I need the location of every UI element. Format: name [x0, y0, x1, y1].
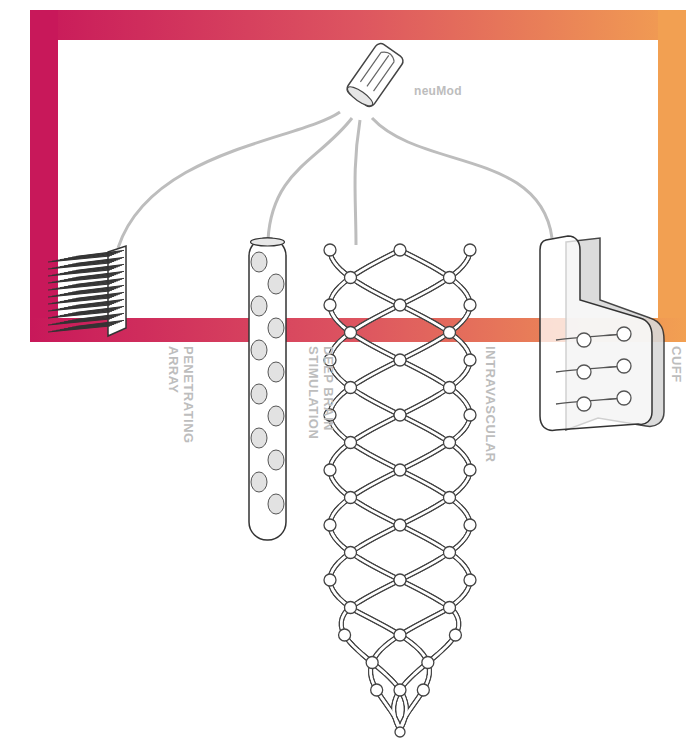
contact [268, 362, 284, 382]
stent-node [345, 602, 357, 614]
stent-node [345, 272, 357, 284]
stent-strand [330, 250, 470, 730]
needle [76, 306, 124, 312]
contact [251, 384, 267, 404]
stent-node [345, 492, 357, 504]
stent-node [366, 657, 378, 669]
stent-node [324, 244, 336, 256]
contact [251, 472, 267, 492]
stent-node [324, 519, 336, 531]
stent-node [464, 574, 476, 586]
stent-node [394, 464, 406, 476]
contact [268, 450, 284, 470]
stent-strand [330, 250, 470, 730]
stent-node [394, 574, 406, 586]
stent-node [394, 684, 406, 696]
stent-strand [330, 250, 470, 730]
stent-node [324, 299, 336, 311]
stent-node [464, 464, 476, 476]
contact [251, 340, 267, 360]
stent-node [394, 629, 406, 641]
needle [76, 285, 124, 291]
stent-node [464, 409, 476, 421]
stent-node [394, 244, 406, 256]
needle [76, 257, 124, 263]
stent-strand [330, 250, 470, 730]
stent-node [324, 574, 336, 586]
contact [268, 318, 284, 338]
cuff-electrode [540, 236, 664, 430]
stent-node [345, 437, 357, 449]
stent-node [464, 299, 476, 311]
stent-node [464, 244, 476, 256]
penetrating-array [48, 246, 126, 336]
stent-node [443, 327, 455, 339]
needle [76, 264, 124, 270]
stent-node [443, 547, 455, 559]
contact [251, 428, 267, 448]
stent-node [345, 382, 357, 394]
stent-node [464, 519, 476, 531]
stent-strand [330, 250, 470, 730]
stent-node [443, 437, 455, 449]
stent-strand [330, 250, 470, 730]
stent-strand [330, 250, 470, 730]
needle [76, 313, 124, 319]
stent-strand [330, 250, 470, 730]
stent-strand [330, 250, 470, 730]
stent-strand [330, 250, 470, 730]
stent-strand [330, 250, 470, 730]
stent-node [394, 519, 406, 531]
stent-node [394, 299, 406, 311]
stent-strand [330, 250, 470, 730]
neumod-device [344, 41, 405, 109]
needle [76, 250, 124, 256]
lead-wires [118, 112, 552, 248]
part-label: PENETRATING ARRAY [166, 346, 196, 448]
needle [76, 278, 124, 284]
stent-node [443, 602, 455, 614]
stent-strand [330, 250, 470, 730]
stent-node [371, 684, 383, 696]
stent-node [417, 684, 429, 696]
part-label: DEEP BRAIN STIMULATION [306, 346, 336, 450]
stent-strand [330, 250, 470, 730]
contact [268, 494, 284, 514]
contact [251, 252, 267, 272]
stent-node [345, 327, 357, 339]
stent-node [339, 629, 351, 641]
stent-node [422, 657, 434, 669]
stent-node [464, 354, 476, 366]
needle [76, 271, 124, 277]
needle [76, 299, 124, 305]
stent-node [443, 272, 455, 284]
intravascular-stent [324, 244, 476, 737]
needle [76, 292, 124, 298]
stent-node [324, 464, 336, 476]
contact [268, 406, 284, 426]
stent-node [394, 409, 406, 421]
stent-node [395, 727, 405, 737]
dbs-lead [249, 238, 286, 540]
device-label: neuMod [414, 84, 534, 99]
stent-node [443, 382, 455, 394]
part-label: CUFF [669, 346, 684, 426]
needle [76, 320, 124, 326]
contact [251, 296, 267, 316]
stent-strand [330, 250, 470, 730]
contact [268, 274, 284, 294]
stent-strand [330, 250, 470, 730]
part-label: INTRAVASCULAR [483, 346, 498, 546]
stent-node [345, 547, 357, 559]
stent-node [449, 629, 461, 641]
needle-rows [48, 250, 124, 332]
stent-node [394, 354, 406, 366]
stent-node [443, 492, 455, 504]
